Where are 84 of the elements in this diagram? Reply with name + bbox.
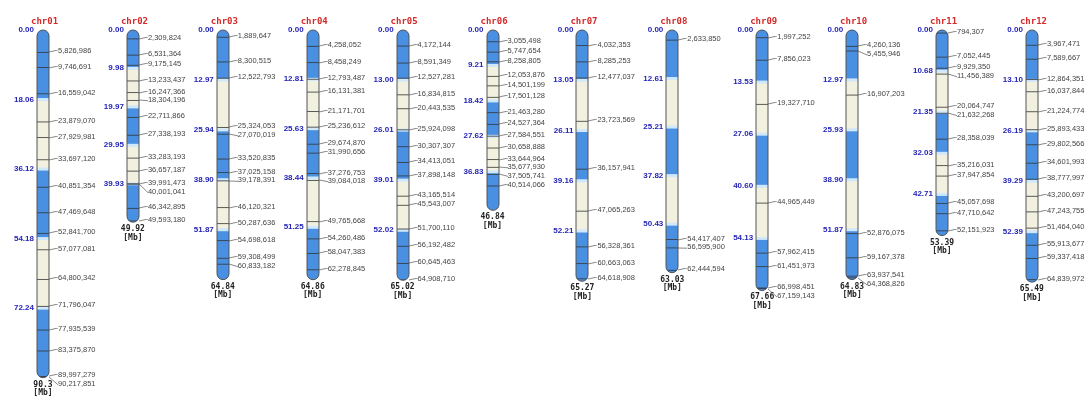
chromosome-name: chr08: [660, 17, 688, 26]
scale-value: 32.03: [912, 149, 933, 158]
chromosome-name: chr02: [120, 17, 148, 26]
length-label: 49.92 [Mb]: [119, 225, 146, 242]
scale-value: 36.83: [463, 167, 484, 176]
scale-value: 42.71: [912, 190, 933, 199]
scale-value: 25.93: [823, 125, 844, 134]
scale-value: 0.00: [378, 26, 394, 34]
scale-value: 40.60: [733, 182, 754, 191]
scale-value: 50.43: [643, 220, 664, 229]
scale-value: 12.97: [823, 75, 844, 84]
scale-value: 51.87: [823, 225, 844, 234]
chromosome-name: chr10: [840, 17, 868, 26]
scale-value: 38.44: [283, 174, 304, 182]
scale-value: 38.90: [823, 175, 844, 184]
chromosome-name: chr03: [210, 17, 238, 26]
scale-value: 39.93: [103, 179, 124, 188]
scale-value: 37.82: [643, 171, 664, 180]
chromosome-name: chr06: [480, 17, 508, 26]
scale-value: 12.81: [283, 75, 304, 84]
scale-value: 12.97: [193, 75, 214, 84]
scale-value: 54.18: [13, 234, 34, 243]
chromosome-name: chr04: [300, 17, 328, 26]
scale-value: 9.98: [108, 64, 124, 73]
length-label: 63.03 [Mb]: [659, 275, 686, 293]
scale-value: 0.00: [827, 26, 844, 34]
scale-value: 0.00: [1007, 26, 1023, 34]
scale-value: 29.95: [103, 141, 124, 150]
chromosome-name: chr01: [31, 17, 59, 26]
scale-value: 39.16: [553, 176, 574, 185]
scale-value: 0.00: [467, 26, 484, 34]
chromosome-name: chr07: [570, 17, 598, 26]
scale-value: 39.29: [1002, 177, 1023, 186]
chromosome-name: chr05: [390, 17, 418, 26]
scale-value: 13.00: [373, 76, 394, 85]
scale-value: 51.25: [283, 223, 304, 232]
scale-value: 19.97: [103, 102, 124, 111]
scale-value: 27.62: [463, 132, 484, 141]
length-label: 65.02 [Mb]: [389, 283, 416, 301]
scale-value: 21.35: [912, 108, 933, 117]
scale-value: 0.00: [288, 26, 304, 34]
scale-value: 10.68: [912, 67, 933, 76]
length-label: 64.84 [Mb]: [209, 282, 236, 300]
length-label: 64.83 [Mb]: [839, 282, 866, 300]
scale-value: 26.01: [373, 126, 394, 135]
scale-value: 26.19: [1002, 126, 1023, 135]
scale-value: 38.90: [193, 175, 214, 184]
length-label: 64.86 [Mb]: [299, 282, 326, 300]
scale-value: 0.00: [557, 26, 574, 34]
scale-value: 52.39: [1002, 227, 1023, 236]
chromosome-name: chr11: [930, 17, 958, 26]
scale-value: 18.42: [463, 96, 484, 105]
scale-value: 18.06: [13, 95, 34, 104]
scale-value: 0.00: [917, 26, 933, 34]
scale-value: 13.53: [733, 78, 754, 87]
scale-value: 9.21: [467, 61, 484, 70]
scale-value: 54.13: [733, 234, 754, 243]
scale-value: 52.02: [373, 226, 394, 235]
length-label: 90.3 [Mb]: [32, 380, 54, 398]
scale-value: 72.24: [13, 304, 34, 313]
chromosome-name: chr12: [1019, 17, 1047, 26]
scale-value: 25.94: [193, 125, 214, 134]
length-label: 65.49 [Mb]: [1018, 285, 1045, 302]
scale-value: 12.61: [643, 74, 664, 83]
scale-value: 26.11: [553, 126, 574, 135]
scale-value: 0.00: [108, 26, 124, 34]
length-label: 53.39 [Mb]: [928, 238, 956, 256]
scale-value: 13.05: [553, 76, 574, 85]
chromosome-name: chr09: [750, 17, 778, 26]
length-label: 46.84 [Mb]: [479, 213, 506, 231]
scale-value: 36.12: [13, 165, 34, 174]
scale-value: 0.00: [647, 26, 664, 34]
scale-value: 25.21: [643, 123, 664, 132]
scale-value: 52.21: [553, 227, 574, 235]
scale-value: 0.00: [737, 26, 754, 34]
length-label: 65.27 [Mb]: [569, 284, 596, 302]
length-label: 67.66 [Mb]: [749, 293, 776, 311]
scale-value: 27.06: [733, 130, 754, 139]
scale-value: 25.63: [283, 124, 304, 133]
scale-value: 0.00: [18, 26, 34, 34]
scale-value: 13.10: [1002, 76, 1023, 85]
scale-value: 51.87: [193, 225, 214, 234]
scale-value: 39.01: [373, 176, 394, 185]
scale-value: 0.00: [198, 26, 214, 34]
